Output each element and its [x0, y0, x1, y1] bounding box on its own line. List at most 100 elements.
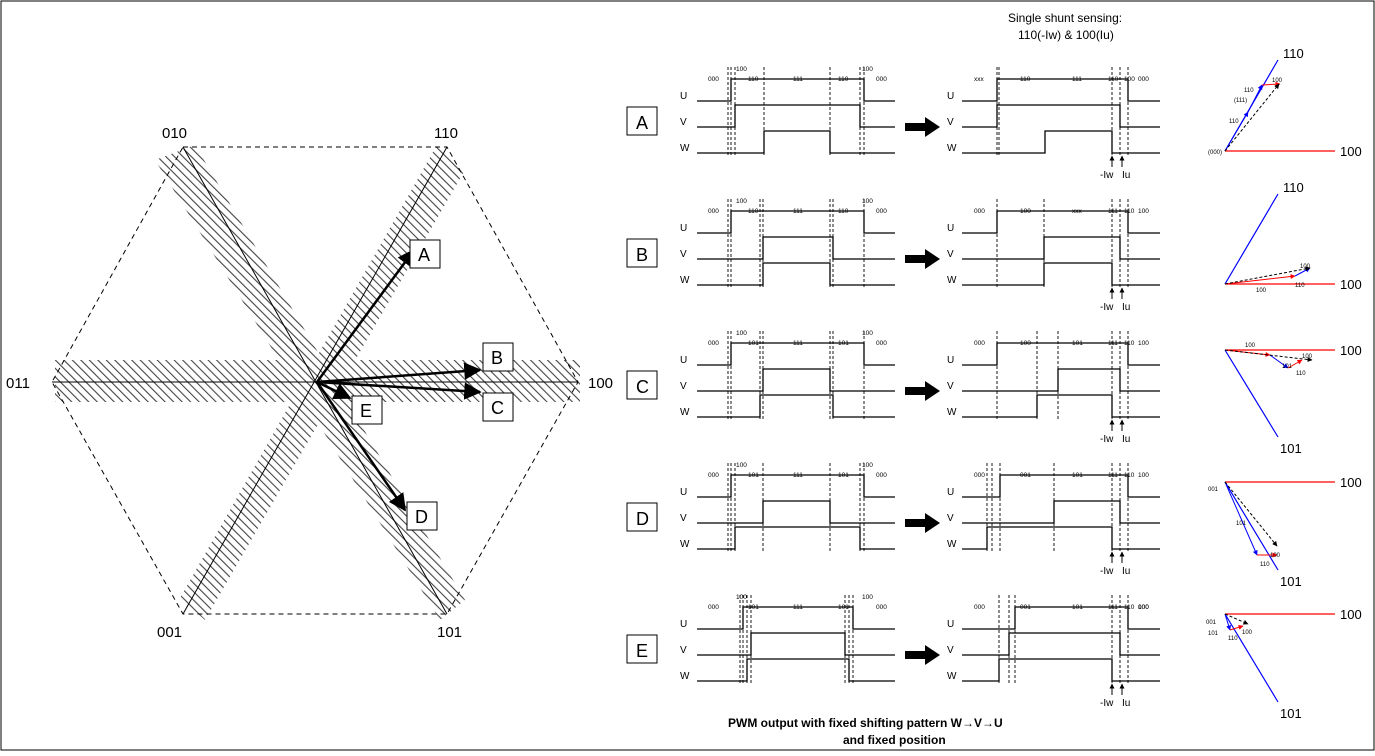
state-right-4: 110	[1124, 604, 1135, 611]
vec-101-line	[1224, 613, 1279, 703]
state-right-2: 101	[1072, 472, 1083, 479]
state-right-3: 111	[1108, 472, 1118, 479]
row-box-A	[626, 106, 658, 136]
state-left-2: 110	[748, 76, 759, 83]
state-left-2: 101	[748, 472, 759, 479]
state-left-0: 000	[708, 208, 719, 215]
state-left-6: 000	[876, 208, 887, 215]
waveform-W-right	[962, 394, 1160, 418]
vec-resultant	[1224, 83, 1280, 152]
vec-bottom-label: 101	[1280, 706, 1302, 721]
phase-label-U-right: U	[947, 223, 954, 234]
state-left-2: 101	[748, 604, 759, 611]
current-label-Iu: Iu	[1122, 170, 1130, 181]
waveform-W-left	[697, 658, 895, 682]
state-left-5: 100	[862, 594, 873, 601]
vec-small-100	[1224, 274, 1296, 285]
vec-110-line	[1224, 193, 1279, 285]
phase-label-U-right: U	[947, 487, 954, 498]
vec-small-label-0: 001	[1206, 620, 1217, 626]
state-left-0: 000	[708, 340, 719, 347]
vec-origin-label: (000)	[1208, 150, 1222, 156]
vec-small-label-3: 110	[1260, 562, 1270, 568]
state-left-1: 100	[736, 330, 747, 337]
vec-small-label-1: 101	[1282, 364, 1293, 370]
state-left-4: 101	[838, 604, 849, 611]
current-label-neg-Iw: -Iw	[1100, 566, 1114, 577]
vec-small-label-1: 101	[1236, 521, 1247, 527]
vec-small-label-0: 100	[1256, 288, 1267, 294]
waveform-V-left	[697, 368, 895, 392]
state-right-4: 110	[1124, 472, 1135, 479]
sector-label-A: A	[418, 245, 430, 265]
vertex-001-label: 001	[157, 624, 182, 641]
waveform-W-right	[962, 658, 1160, 682]
vec-bottom-label: 101	[1280, 441, 1302, 456]
current-label-Iu: Iu	[1122, 566, 1130, 577]
sector-label-E: E	[360, 401, 372, 421]
current-label-Iu: Iu	[1122, 302, 1130, 313]
phase-label-U-left: U	[680, 91, 687, 102]
state-right-1: 001	[1020, 604, 1031, 611]
state-right-3: 111	[1108, 604, 1118, 611]
vertex-110-label: 110	[434, 125, 458, 142]
state-left-3: 111	[793, 76, 803, 83]
waveform-W-left	[697, 394, 895, 418]
transform-arrow	[905, 381, 940, 401]
waveform-U-left	[697, 606, 895, 630]
state-right-1: 001	[1020, 472, 1031, 479]
vec-small-101	[1224, 613, 1232, 631]
vec-small-label-2: 110	[1295, 283, 1305, 289]
waveform-W-left	[697, 526, 895, 550]
state-right-4: 110	[1124, 208, 1135, 215]
vertex-011-label: 011	[6, 375, 30, 392]
state-left-5: 100	[862, 198, 873, 205]
state-right-3: 110	[1108, 76, 1119, 83]
phase-label-W-right: W	[947, 275, 957, 286]
vec-top-label: 110	[1283, 180, 1304, 195]
vec-right-label: 100	[1340, 475, 1362, 490]
vec-right-label: 100	[1340, 277, 1362, 292]
row-box-B	[626, 238, 658, 268]
vertex-010-label: 010	[162, 125, 187, 142]
vec-small-label-0: 100	[1245, 343, 1256, 349]
state-left-3: 111	[793, 208, 803, 215]
state-left-4: 110	[838, 76, 849, 83]
phase-label-V-right: V	[947, 249, 954, 260]
waveform-U-right	[962, 342, 1160, 366]
current-label-neg-Iw: -Iw	[1100, 302, 1114, 313]
waveform-V-left	[697, 632, 895, 656]
sector-label-C: C	[491, 398, 504, 418]
state-left-2: 101	[748, 340, 759, 347]
state-left-4: 101	[838, 340, 849, 347]
state-right-1: 110	[1020, 76, 1031, 83]
state-right-1: 100	[1020, 340, 1031, 347]
phase-label-W-left: W	[680, 539, 690, 550]
waveform-V-left	[697, 500, 895, 524]
phase-label-W-right: W	[947, 671, 957, 682]
state-left-3: 111	[793, 472, 803, 479]
vec-right-label: 100	[1340, 144, 1362, 159]
vec-small-label-0: 110	[1244, 88, 1254, 94]
waveform-U-left	[697, 342, 895, 366]
phase-label-U-left: U	[680, 619, 687, 630]
state-right-4: 110	[1124, 340, 1135, 347]
vertex-100-label: 100	[588, 375, 613, 392]
vec-small-110b	[1247, 84, 1263, 113]
sector-box-E: E	[351, 395, 383, 425]
phase-label-V-left: V	[680, 117, 687, 128]
vector-D	[315, 381, 407, 512]
state-left-6: 000	[876, 76, 887, 83]
vec-small-label-1: 101	[1208, 631, 1219, 637]
sector-box-D: D	[406, 501, 438, 531]
vec-small-100	[1229, 624, 1244, 631]
row-label-B: B	[636, 245, 648, 265]
phase-label-U-right: U	[947, 619, 954, 630]
phase-label-V-right: V	[947, 117, 954, 128]
state-right-0: 000	[974, 340, 985, 347]
